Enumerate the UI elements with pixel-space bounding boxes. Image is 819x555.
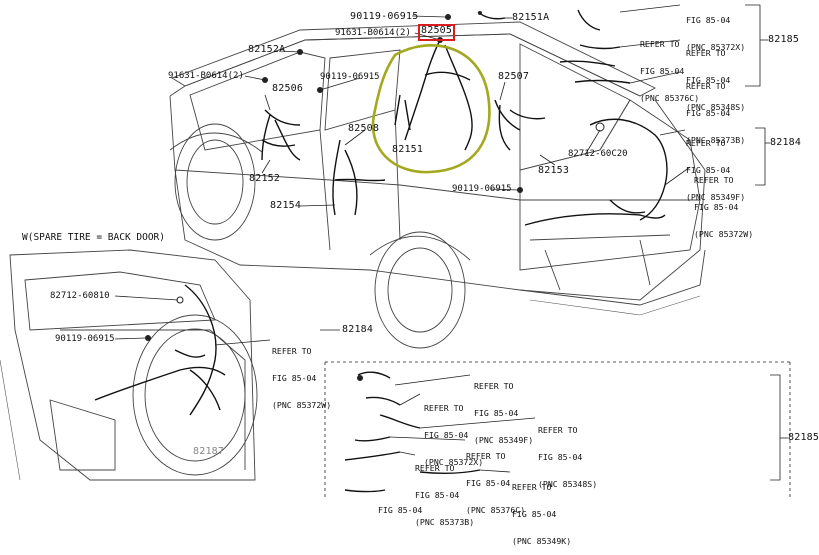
refer-line: REFER TO: [424, 403, 464, 413]
refer-line: (PNC 85373B): [686, 135, 746, 145]
refer-line: FIG 85-04: [538, 452, 583, 462]
part-label: 82508: [348, 123, 380, 134]
refer-block: REFER TO FIG 85-04 (PNC 85376C): [466, 434, 525, 524]
refer-block: REFER TO FIG 85-04 (PNC 85372W): [272, 329, 331, 419]
refer-line: FIG 85-04: [686, 165, 731, 175]
part-label: 82151: [392, 144, 424, 155]
refer-line: (PNC 85349F): [474, 435, 534, 445]
part-label: 82151A: [512, 12, 550, 23]
refer-line: REFER TO: [686, 81, 726, 91]
refer-block: REFER TO FIG 85-04 (PNC 85349F): [474, 364, 533, 454]
refer-block: FIG 85-04: [378, 488, 422, 524]
refer-block: REFER TO FIG 85-04 (PNC 85373B): [415, 446, 474, 536]
refer-block: REFER TO FIG 85-04 (PNC 85348S): [538, 408, 597, 498]
refer-line: REFER TO: [474, 381, 514, 391]
refer-block: REFER TO FIG 85-04 (PNC 85373B): [686, 64, 745, 154]
refer-line: REFER TO: [512, 482, 552, 492]
part-label-82505: 82505: [421, 25, 453, 36]
circle-annotation: [371, 44, 491, 174]
refer-line: (PNC 85373B): [415, 517, 475, 527]
part-label: 90119-06915: [55, 334, 115, 344]
refer-line: (PNC 85372X): [686, 42, 746, 52]
refer-line: REFER TO: [466, 451, 506, 461]
part-label: 82185: [788, 432, 819, 443]
part-label: 90119-06915: [320, 72, 380, 82]
refer-line: (PNC 85349K): [512, 536, 572, 546]
harness-82185-parts-top: [559, 9, 631, 84]
harness-82505: [394, 39, 473, 151]
wiring-harness-diagram: [0, 4, 791, 500]
part-label: 82187: [193, 446, 225, 457]
part-label: 82184: [770, 137, 802, 148]
refer-line: (PNC 85372W): [694, 229, 754, 239]
refer-line: FIG 85-04: [378, 505, 423, 515]
harness-82507: [494, 99, 546, 151]
refer-line: FIG 85-04: [694, 202, 739, 212]
refer-line: REFER TO: [694, 175, 734, 185]
refer-line: FIG 85-04: [272, 373, 317, 383]
refer-line: (PNC 85376C): [466, 505, 526, 515]
part-label: 82712-60C20: [568, 149, 628, 159]
harness-82506: [261, 109, 301, 161]
refer-block: REFER TO FIG 85-04 (PNC 85348S): [686, 31, 745, 121]
leader-lines: [244, 4, 770, 207]
refer-block: REFER TO FIG 85-04 (PNC 85376C): [640, 22, 699, 112]
refer-line: REFER TO: [272, 346, 312, 356]
refer-block: REFER TO FIG 85-04 (PNC 85372X): [424, 386, 483, 476]
harness-82184-main: [524, 118, 668, 226]
refer-line: FIG 85-04: [474, 408, 519, 418]
refer-line: REFER TO: [538, 425, 578, 435]
refer-line: FIG 85-04: [686, 75, 731, 85]
section-title: W(SPARE TIRE = BACK DOOR): [22, 232, 165, 243]
part-label: 82712-60810: [50, 291, 110, 301]
part-label: 82185: [768, 34, 800, 45]
refer-line: FIG 85-04: [415, 490, 460, 500]
refer-block: REFER TO FIG 85-04 (PNC 85372W): [694, 158, 753, 248]
refer-line: (PNC 85348S): [686, 102, 746, 112]
refer-line: FIG 85-04: [466, 478, 511, 488]
refer-line: FIG 85-04: [686, 108, 731, 118]
parts-frame-bottom: [324, 361, 791, 500]
refer-line: (PNC 85376C): [640, 93, 700, 103]
refer-line: FIG 85-04: [424, 430, 469, 440]
refer-line: (PNC 85372W): [272, 400, 332, 410]
part-label: 91631-B0614(2): [335, 28, 411, 38]
refer-line: REFER TO: [686, 48, 726, 58]
refer-line: REFER TO: [415, 463, 455, 473]
refer-line: (PNC 85348S): [538, 479, 598, 489]
refer-line: FIG 85-04: [686, 15, 731, 25]
refer-line: FIG 85-04: [640, 66, 685, 76]
refer-block: REFER TO FIG 85-04 (PNC 85349K): [512, 465, 571, 555]
vehicle-body: [169, 21, 706, 349]
part-label: 91631-B0614(2): [168, 71, 244, 81]
part-label: 90119-06915: [452, 184, 512, 194]
refer-line: REFER TO: [640, 39, 680, 49]
part-label: 82184: [342, 324, 374, 335]
part-label: 82152A: [248, 44, 286, 55]
part-label: 82506: [272, 83, 304, 94]
part-label: 82152: [249, 173, 281, 184]
part-label: 82507: [498, 71, 530, 82]
refer-line: FIG 85-04: [512, 509, 557, 519]
refer-block: FIG 85-04 (PNC 85372X): [686, 0, 745, 61]
refer-block: REFER TO FIG 85-04 (PNC 85349F): [686, 121, 745, 211]
part-label: 82154: [270, 200, 302, 211]
harness-82508: [332, 139, 386, 216]
refer-line: REFER TO: [686, 138, 726, 148]
refer-line: (PNC 85349F): [686, 192, 746, 202]
part-label: 82153: [538, 165, 570, 176]
inset-vehicle: [0, 249, 340, 481]
harness-82151a: [477, 11, 506, 20]
part-label: 90119-06915: [350, 11, 419, 22]
highlight-box-82505: [418, 24, 455, 41]
refer-line: (PNC 85372X): [424, 457, 484, 467]
